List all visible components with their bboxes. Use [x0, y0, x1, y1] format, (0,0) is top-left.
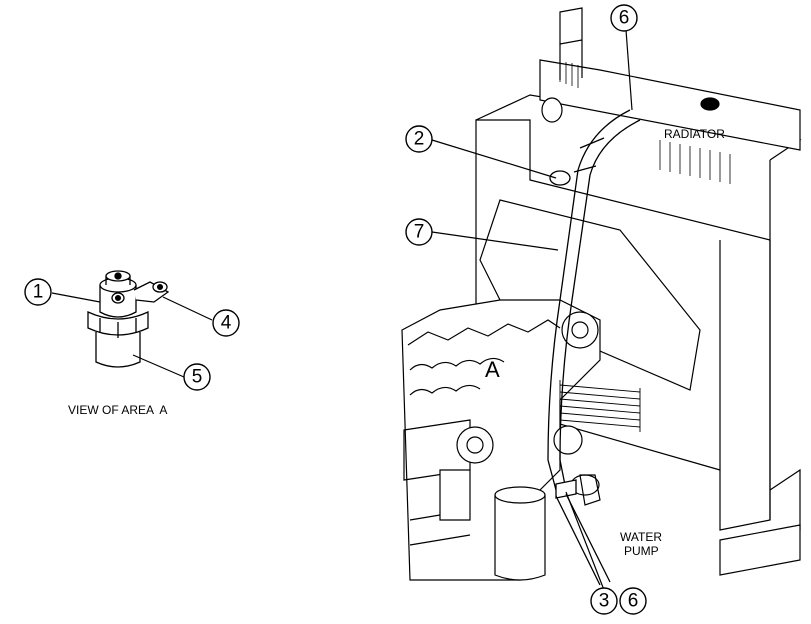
callout-5: 5	[192, 367, 203, 388]
callout-2: 2	[414, 129, 425, 150]
callout-circle-6-top	[610, 4, 638, 32]
callout-6-bottom: 6	[628, 591, 639, 612]
radiator-label: RADIATOR	[664, 127, 725, 141]
fitting-detail-drawing	[87, 270, 170, 368]
callout-3: 3	[599, 591, 610, 612]
water-pump-label-line2: PUMP	[624, 544, 659, 558]
callout-circle-7	[405, 218, 433, 246]
engine-drawing	[401, 199, 701, 581]
callout-circle-4	[212, 309, 240, 337]
callout-1: 1	[33, 282, 44, 303]
callout-circle-1	[24, 278, 52, 306]
area-a-marker: A	[485, 357, 500, 382]
main-leader-lines	[431, 29, 633, 591]
callout-circle-5	[183, 363, 211, 391]
callout-6-top: 6	[619, 8, 630, 29]
callout-circle-2	[405, 125, 433, 153]
callout-circle-3	[590, 587, 618, 615]
callout-circle-6-bottom	[619, 587, 647, 615]
water-pump-label-line1: WATER	[620, 530, 662, 544]
detail-view-caption: VIEW OF AREA A	[68, 403, 167, 417]
callout-4: 4	[221, 313, 232, 334]
detail-leader-lines	[51, 292, 213, 378]
coolant-hose	[547, 109, 641, 586]
callout-7: 7	[414, 222, 425, 243]
